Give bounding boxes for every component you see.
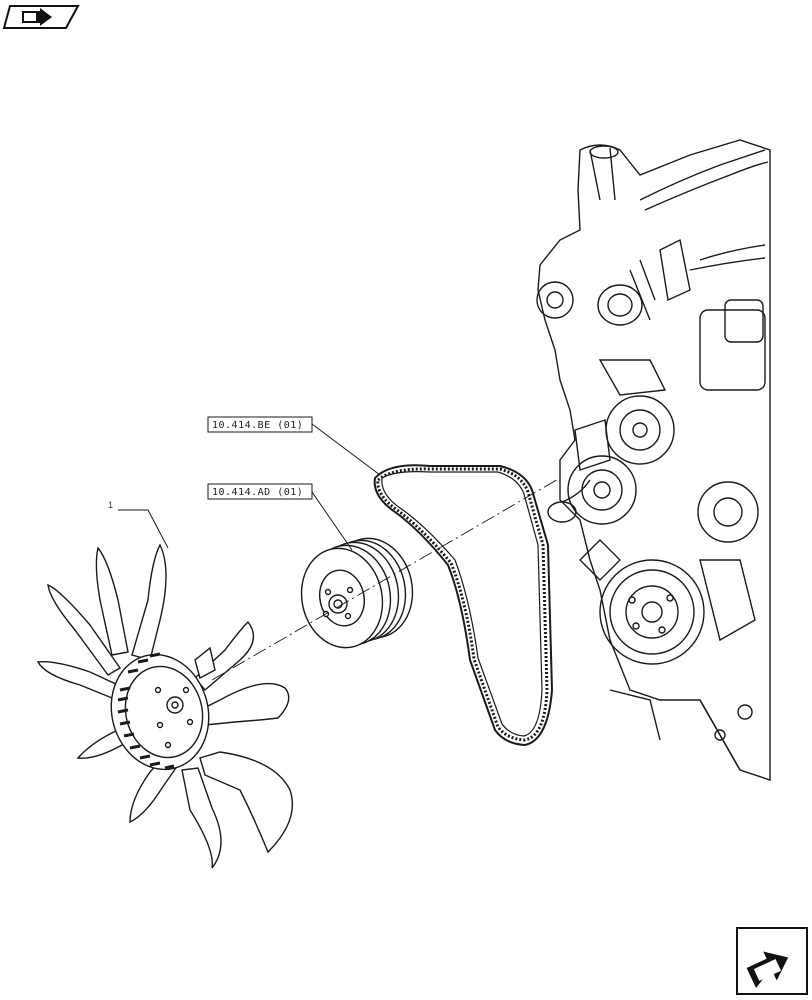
drive-belt bbox=[373, 464, 554, 747]
engine-block bbox=[536, 139, 771, 781]
callout-pulley[interactable]: 10.414.AD (01) bbox=[207, 483, 353, 551]
shaft-centerline bbox=[211, 477, 561, 681]
fan-pulley bbox=[300, 537, 414, 649]
callout-fan[interactable]: 1 bbox=[108, 500, 169, 549]
callout-belt[interactable]: 10.414.BE (01) bbox=[207, 416, 381, 476]
callout-belt-label: 10.414.BE (01) bbox=[212, 420, 303, 431]
callout-pulley-label: 10.414.AD (01) bbox=[212, 487, 303, 498]
next-page-arrow-icon[interactable] bbox=[736, 927, 808, 995]
cooling-fan bbox=[36, 543, 294, 869]
callout-fan-label: 1 bbox=[108, 500, 113, 510]
book-arrow-icon[interactable] bbox=[2, 5, 80, 29]
